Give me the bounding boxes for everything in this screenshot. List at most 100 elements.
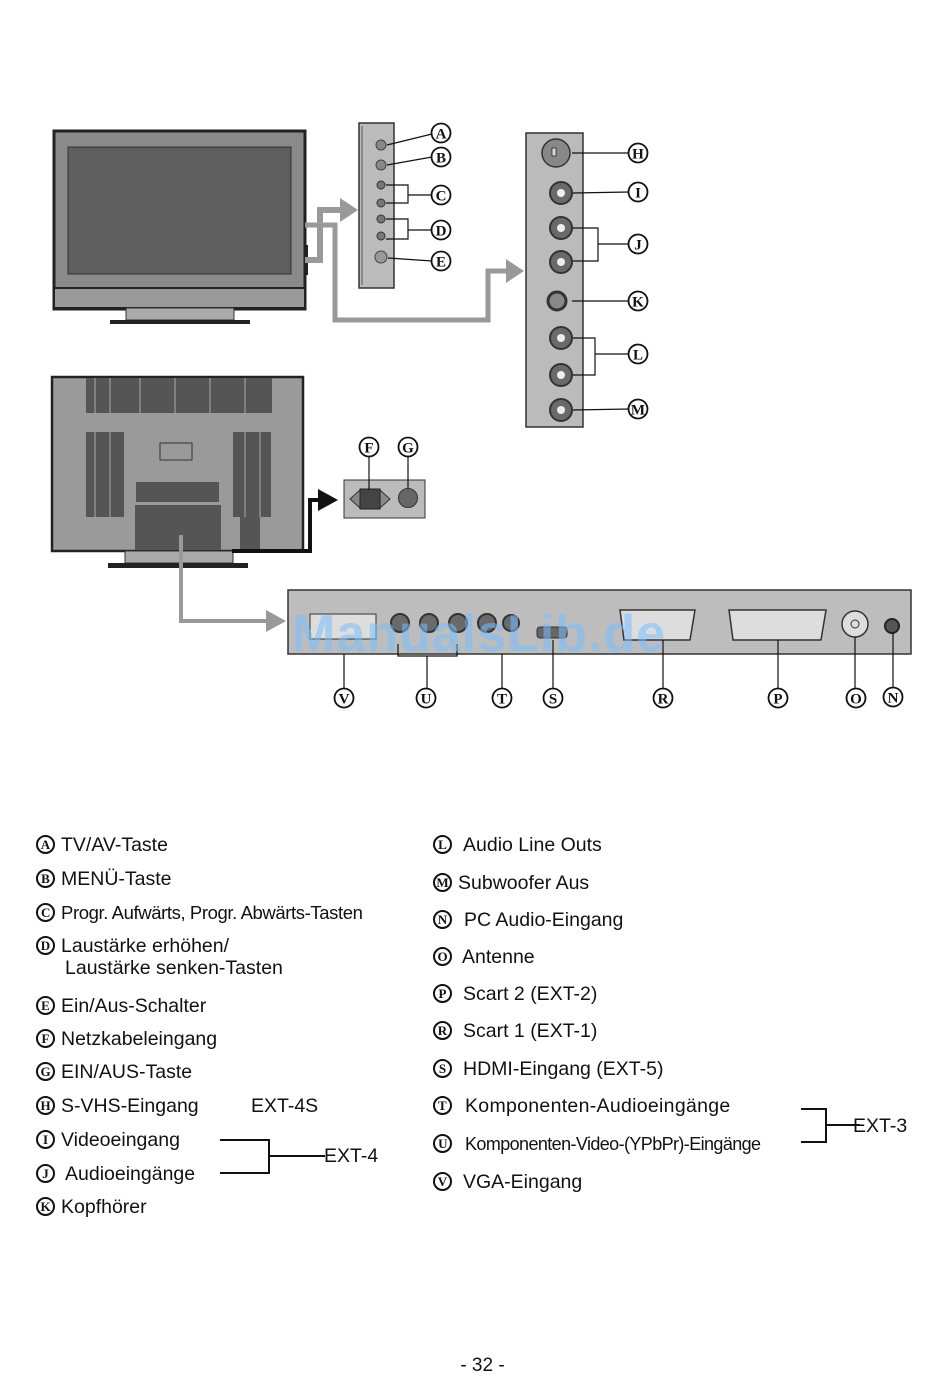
svg-text:O: O [850,692,862,708]
ext-4-label: EXT-4 [324,1145,379,1167]
rear-callouts: V U T S R P O N [333,686,904,709]
svg-text:D: D [436,224,447,240]
badge-icon: I [36,1130,55,1149]
badge-icon: A [36,835,55,854]
ext-4s-label: EXT-4S [251,1095,319,1117]
badge-icon: N [433,910,452,929]
badge-icon: J [36,1164,55,1183]
tv-rear-view [50,375,305,568]
callout-N: N [882,686,904,708]
svg-text:R: R [658,692,669,708]
callout-B: B [430,146,452,168]
arrow-to-power-panel [232,498,320,553]
tv-connection-diagram: A B C D E H I J K L M [50,122,912,709]
ext-3-bracket [801,1108,860,1143]
badge-icon: D [36,936,55,955]
callout-O: O [845,687,867,709]
badge-icon: V [433,1172,452,1191]
svg-text:L: L [633,348,643,364]
badge-icon: O [433,947,452,966]
svg-text:J: J [634,238,642,254]
badge-icon: G [36,1062,55,1081]
callout-S: S [542,687,564,709]
svg-text:N: N [888,691,899,707]
badge-icon: F [36,1029,55,1048]
svg-text:S: S [549,692,557,708]
callout-L: L [627,343,649,365]
svg-text:P: P [773,692,782,708]
badge-icon: U [433,1134,452,1153]
callout-U: U [415,687,437,709]
badge-icon: H [36,1096,55,1115]
svg-text:T: T [497,692,507,708]
svg-text:F: F [364,441,373,457]
svg-text:B: B [436,151,446,167]
tv-front-view [52,129,308,324]
badge-icon: S [433,1059,452,1078]
svg-text:G: G [402,441,414,457]
callout-A: A [430,122,452,144]
svg-text:V: V [339,692,350,708]
badge-icon: M [433,873,452,892]
badge-icon: K [36,1197,55,1216]
ext-3-label: EXT-3 [853,1115,908,1137]
badge-icon: C [36,903,55,922]
svg-text:M: M [631,403,645,419]
callout-T: T [491,687,513,709]
badge-icon: T [433,1096,452,1115]
badge-icon: L [433,835,452,854]
rear-connector-panel [287,589,912,655]
callout-R: R [652,687,674,709]
svg-text:U: U [421,692,432,708]
ext-4-bracket [220,1139,325,1174]
badge-icon: R [433,1021,452,1040]
page-number: - 32 - [460,1355,505,1376]
watermark: ManualsLib.de [292,605,667,663]
badge-icon: P [433,984,452,1003]
callout-K: K [627,290,649,312]
arrow-to-side-panel [305,222,508,323]
callout-J: J [627,233,649,255]
callout-I: I [627,181,649,203]
power-panel [343,479,426,519]
arrow-to-front-panel [305,207,340,263]
front-control-panel [358,122,395,289]
side-connector-panel [525,132,584,428]
callout-E: E [430,250,452,272]
svg-text:H: H [632,147,644,163]
badge-icon: E [36,996,55,1015]
svg-text:K: K [632,295,644,311]
callout-G: G [397,436,419,458]
svg-text:E: E [436,255,446,271]
svg-text:A: A [436,127,447,143]
front-callouts: A B C D E [430,122,452,272]
svg-text:I: I [635,186,641,202]
side-callouts: H I J K L M [627,142,649,420]
callout-F: F [358,436,380,458]
badge-icon: B [36,869,55,888]
callout-P: P [767,687,789,709]
callout-D: D [430,219,452,241]
svg-text:C: C [436,189,447,205]
